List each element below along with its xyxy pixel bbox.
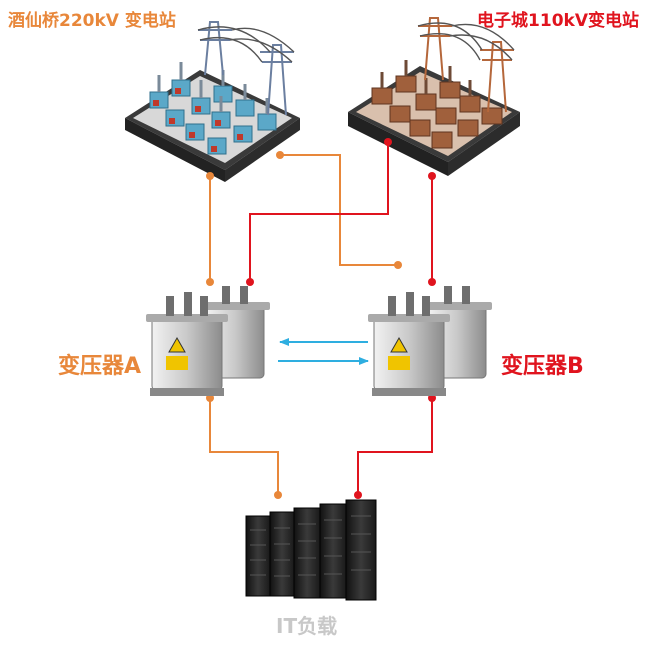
substation-a-illustration (125, 21, 300, 182)
line-tra-to-load (209, 398, 279, 495)
it-load-label: IT负载 (276, 614, 338, 638)
transformer-b-illustration (368, 286, 492, 396)
transformer-b-label: 变压器B (501, 354, 584, 379)
substation-a-label: 酒仙桥220kV 变电站 (8, 11, 176, 31)
transformer-a-label: 变压器A (58, 354, 142, 379)
transformer-a-illustration (146, 286, 270, 396)
line-trb-to-load (357, 398, 433, 495)
substation-b-label: 电子城110kV变电站 (477, 11, 639, 31)
line-subb-to-tra (249, 142, 389, 282)
substation-b-illustration (348, 17, 520, 176)
it-load-racks-illustration (245, 499, 377, 601)
line-suba-to-trb (280, 154, 398, 266)
